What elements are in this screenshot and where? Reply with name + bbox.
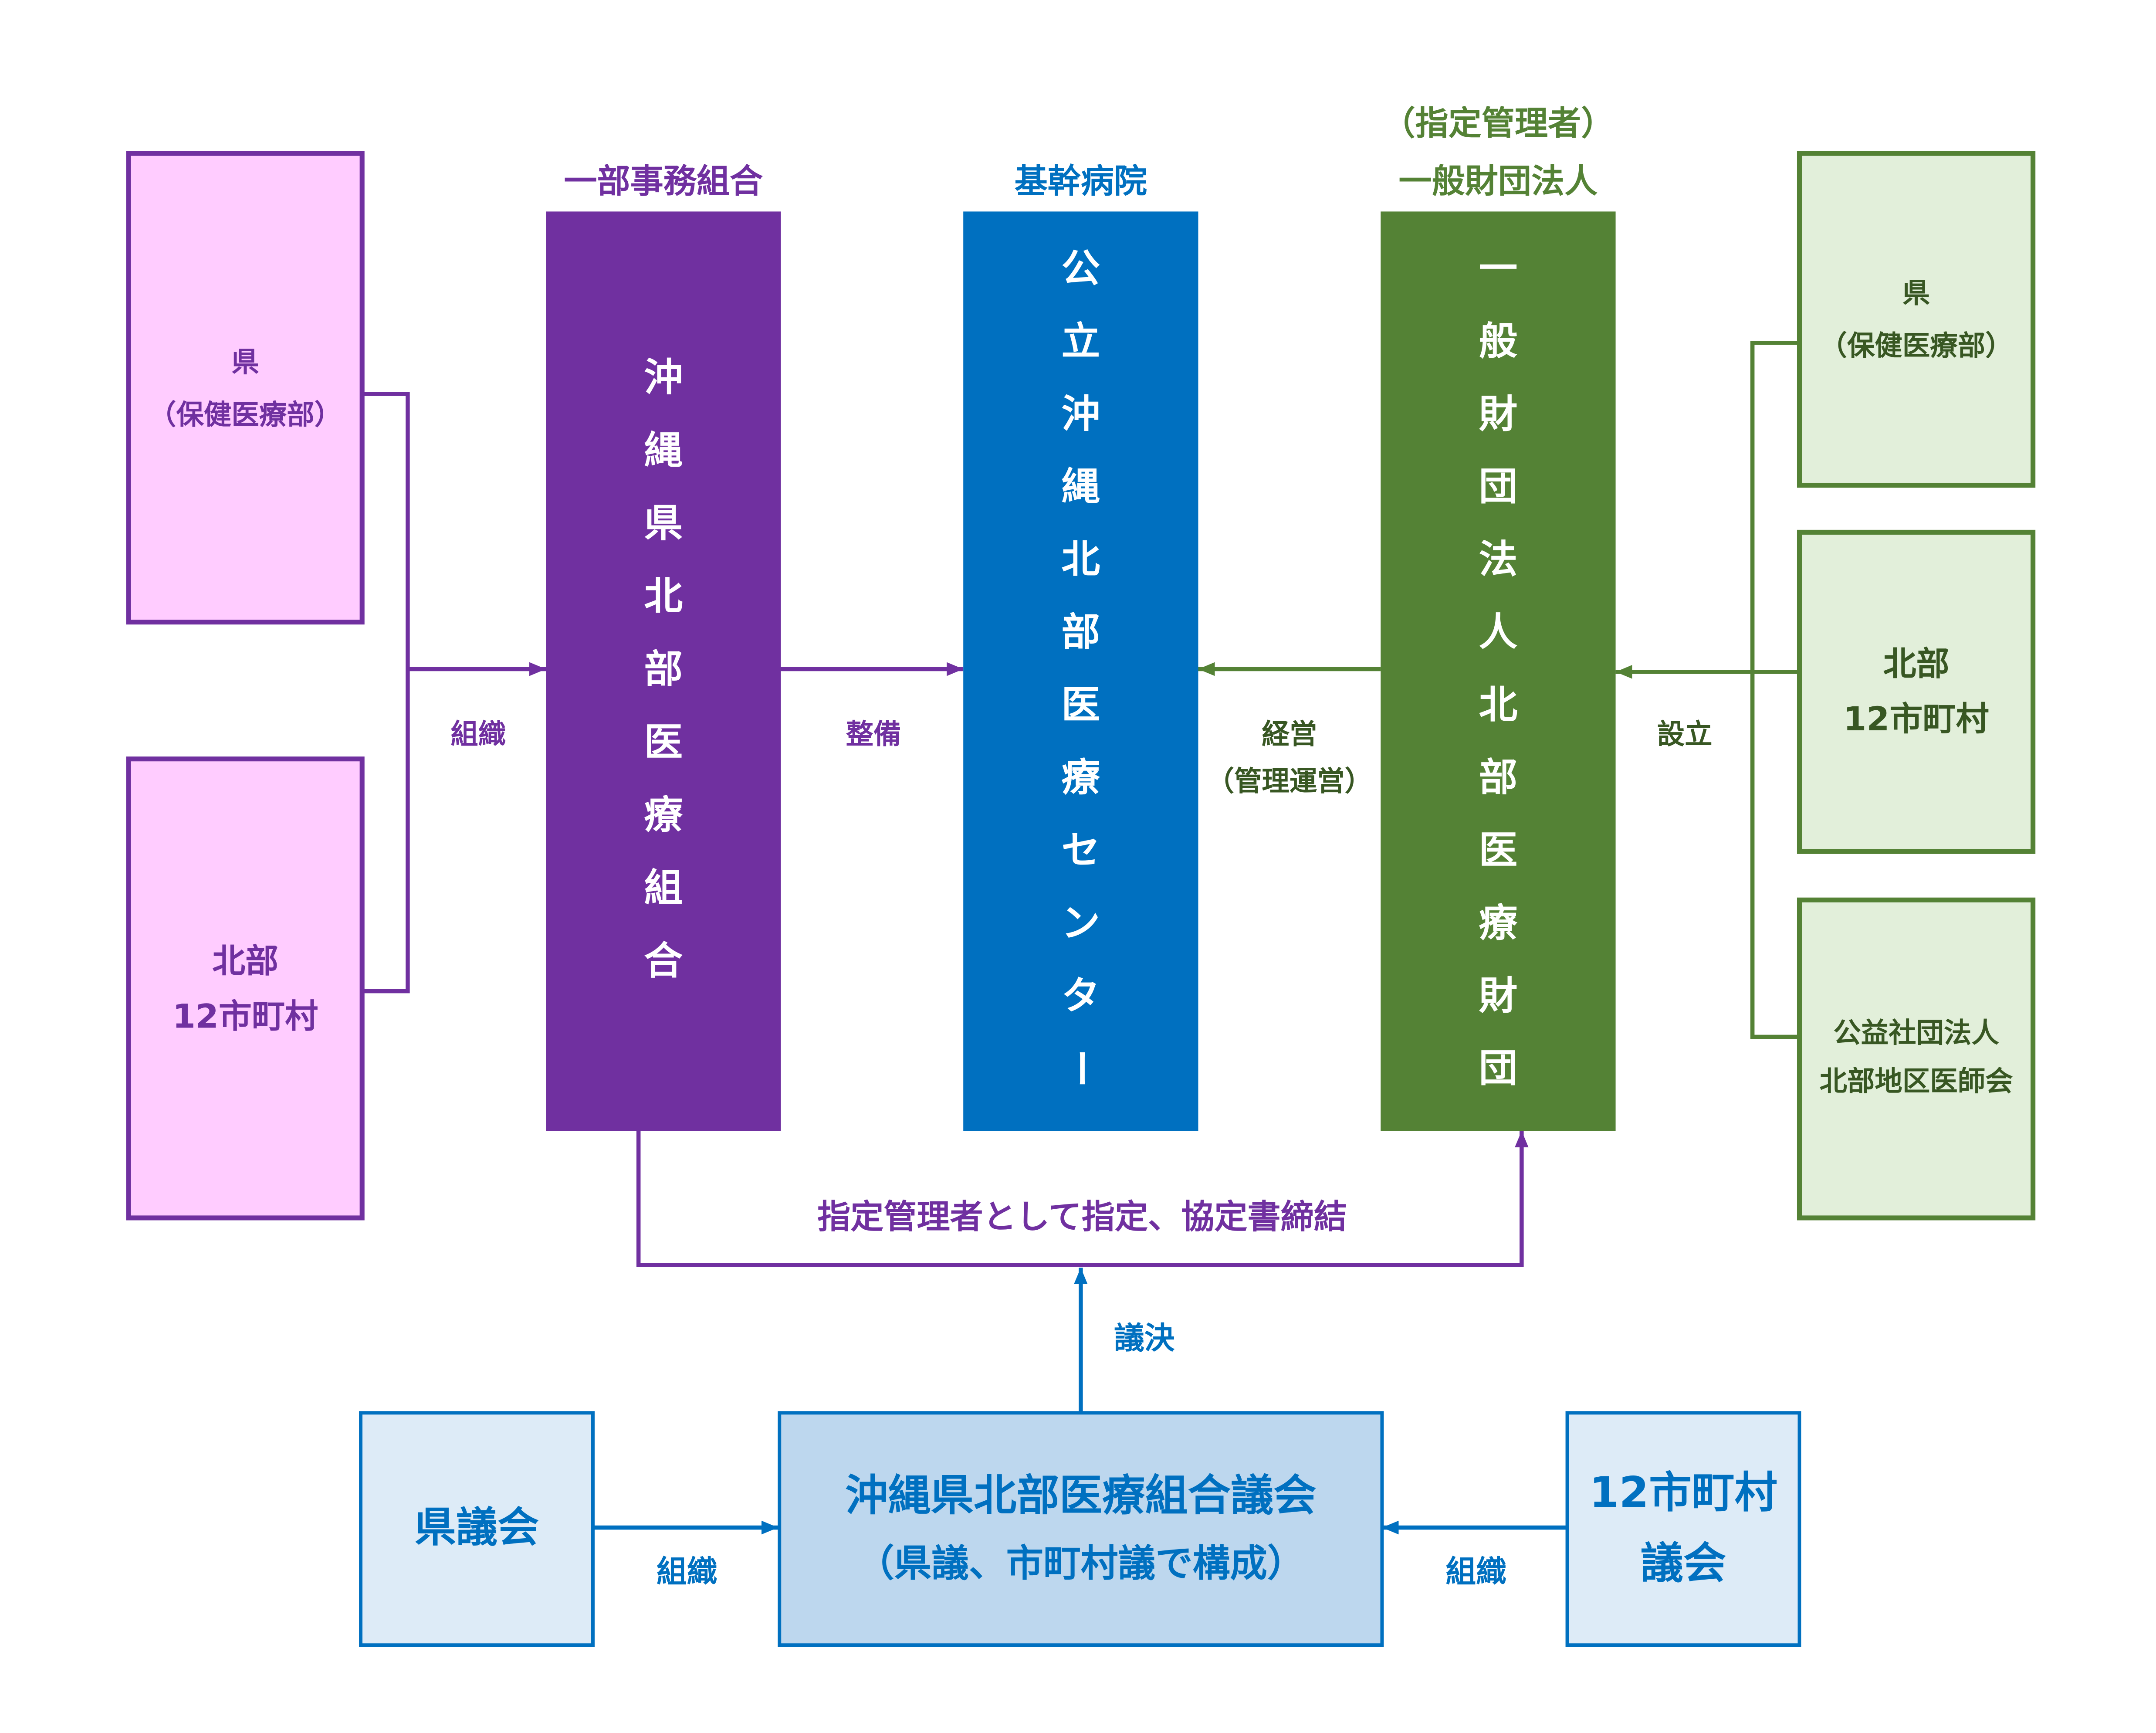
union-name-vertical-char: 部 <box>644 647 683 692</box>
foundation-caption-type: 一般財団法人 <box>1399 162 1598 200</box>
union-to-hospital-label: 整備 <box>846 718 901 750</box>
foundation-name-vertical-char: 法 <box>1479 537 1518 582</box>
right-municipalities-region: 北部 <box>1883 644 1949 683</box>
foundation-name-vertical-char: 人 <box>1479 610 1518 655</box>
right-medical-association-type: 公益社団法人 <box>1833 1017 1999 1049</box>
left-prefecture-title: 県 <box>231 346 259 378</box>
prefectural-assembly-box <box>359 1411 595 1647</box>
foundation-name-vertical-char: 般 <box>1479 319 1518 363</box>
union-name-vertical-char: 療 <box>644 793 683 838</box>
resolution-label: 議決 <box>1114 1320 1175 1356</box>
designation-connector <box>636 1131 1529 1267</box>
left-municipalities-region: 北部 <box>212 941 278 980</box>
foundation-caption-role: （指定管理者） <box>1382 104 1614 142</box>
hospital-name-vertical-char: セ <box>1061 828 1100 873</box>
hospital-name-vertical-char: 公 <box>1061 246 1100 291</box>
hospital-name-vertical-char: 沖 <box>1061 391 1100 436</box>
foundation-name-vertical-char: 一 <box>1479 246 1518 291</box>
union-name-vertical-char: 医 <box>644 719 683 764</box>
hospital-name-vertical-char: 療 <box>1061 755 1100 800</box>
left-prefecture-department: （保健医療部） <box>149 399 342 431</box>
left-municipalities-count: 12市町村 <box>173 997 318 1035</box>
union-box <box>546 211 781 1131</box>
foundation-name-vertical-char: 財 <box>1479 973 1518 1018</box>
hospital-name-vertical-char: 縄 <box>1061 464 1100 509</box>
hospital-name-vertical-char: タ <box>1061 973 1100 1018</box>
union-name-vertical-char: 縄 <box>644 428 683 473</box>
hospital-name-vertical-char: 医 <box>1061 682 1100 727</box>
prefectural-assembly-arrow-label: 組織 <box>657 1554 718 1590</box>
right-bracket-connector <box>1750 341 1798 1039</box>
hospital-box <box>963 211 1198 1131</box>
right-municipalities-count: 12市町村 <box>1843 699 1989 738</box>
foundation-name-vertical-char: 団 <box>1479 1046 1518 1091</box>
foundation-name-vertical-char: 療 <box>1479 900 1518 945</box>
foundation-name-vertical-char: 北 <box>1479 682 1518 727</box>
hospital-name-vertical-char: ー <box>1058 1049 1103 1088</box>
hospital-caption: 基幹病院 <box>1015 162 1147 200</box>
council-name: 沖縄県北部医療組合議会 <box>845 1471 1317 1521</box>
right-founders-group: 県 （保健医療部） 北部 12市町村 公益社団法人 北部地区医師会 設立 <box>1615 151 2036 1221</box>
union-name-vertical-char: 組 <box>644 865 683 910</box>
foundation-to-hospital-sublabel: （管理運営） <box>1207 765 1373 797</box>
right-prefecture-box <box>1797 151 2036 488</box>
left-municipalities-box <box>126 756 365 1221</box>
foundation-name-vertical-char: 部 <box>1479 755 1518 800</box>
union-name-vertical-char: 北 <box>644 574 683 619</box>
municipal-assembly-box <box>1565 1411 1801 1647</box>
foundation-name-vertical-char: 財 <box>1479 391 1518 436</box>
council-box <box>778 1411 1384 1647</box>
union-name-vertical-char: 合 <box>644 938 683 983</box>
prefectural-assembly-label: 県議会 <box>415 1504 539 1552</box>
left-organize-label: 組織 <box>450 718 506 750</box>
union-name-vertical-char: 沖 <box>644 355 683 400</box>
union-caption: 一部事務組合 <box>564 162 763 200</box>
foundation-box <box>1381 211 1616 1131</box>
hospital-name-vertical-char: 部 <box>1061 610 1100 655</box>
hospital-name-vertical-char: 立 <box>1061 319 1100 363</box>
right-prefecture-department: （保健医療部） <box>1820 329 2013 362</box>
left-founders-group: 県 （保健医療部） 北部 12市町村 組織 <box>126 151 546 1221</box>
municipal-assembly-arrow-label: 組織 <box>1445 1554 1506 1590</box>
council-composition: （県議、市町村議で構成） <box>857 1542 1305 1585</box>
union-group: 一部事務組合 沖縄県北部医療組合 <box>546 162 781 1131</box>
right-prefecture-title: 県 <box>1902 277 1930 309</box>
hospital-name-vertical-char: 北 <box>1061 537 1100 582</box>
municipal-assembly-count: 12市町村 <box>1589 1468 1777 1518</box>
right-municipalities-box <box>1797 529 2036 854</box>
right-establish-label: 設立 <box>1657 718 1713 750</box>
municipal-assembly-label: 議会 <box>1641 1539 1726 1588</box>
foundation-to-hospital-label: 経営 <box>1262 718 1317 750</box>
left-prefecture-box <box>126 151 365 625</box>
foundation-name-vertical-char: 医 <box>1479 828 1518 873</box>
left-bracket-connector <box>363 392 410 994</box>
hospital-name-vertical-char: ン <box>1061 900 1100 945</box>
designation-label: 指定管理者として指定、協定書締結 <box>817 1197 1347 1236</box>
union-name-vertical-char: 県 <box>644 501 683 546</box>
assemblies-group: 県議会 組織 沖縄県北部医療組合議会 （県議、市町村議で構成） 12市町村 議会… <box>359 1411 1801 1647</box>
right-medical-association-box <box>1797 897 2036 1221</box>
foundation-name-vertical-char: 団 <box>1479 464 1518 509</box>
union-name-vertical: 沖縄県北部医療組合 <box>644 355 683 984</box>
right-medical-association-name: 北部地区医師会 <box>1820 1065 2013 1097</box>
